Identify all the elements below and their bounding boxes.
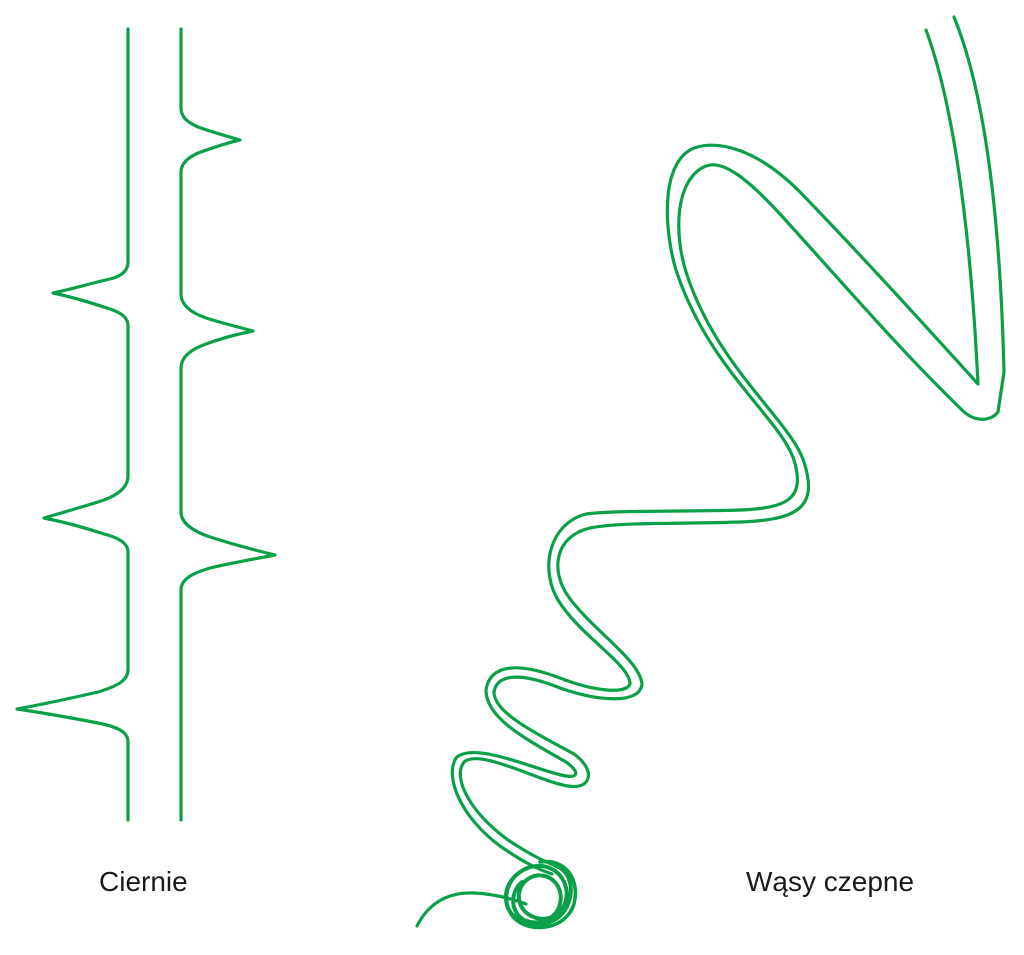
tendril-tail	[415, 891, 528, 928]
thorns-label: Ciernie	[99, 866, 188, 897]
tendril-coil	[504, 863, 573, 927]
tendrils-label: Wąsy czepne	[746, 866, 915, 897]
stem-right-edge	[179, 27, 277, 822]
stem-left-edge	[15, 27, 130, 822]
tendril-coil-outer	[504, 859, 578, 930]
tendril-illustration	[415, 15, 1006, 930]
tendril-outer-edge	[458, 15, 1006, 868]
tendril-inner-edge	[450, 28, 980, 876]
thorny-stem-illustration	[15, 27, 277, 822]
